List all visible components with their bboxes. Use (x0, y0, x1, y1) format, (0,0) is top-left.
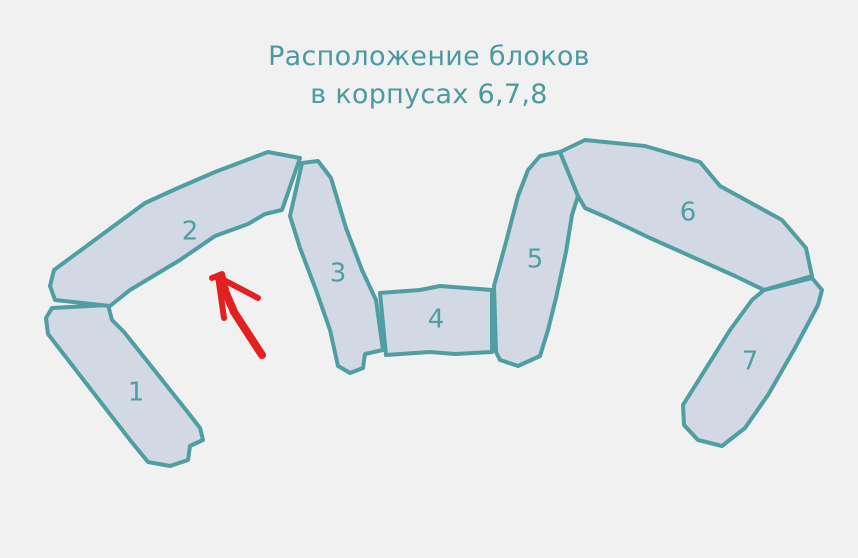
block-label-3: 3 (330, 259, 347, 289)
block-label-6: 6 (680, 198, 697, 228)
title-line-2: в корпусах 6,7,8 (310, 79, 548, 110)
red-arrow-icon (209, 271, 266, 359)
block-label-5: 5 (527, 245, 544, 275)
diagram-title: Расположение блоков в корпусах 6,7,8 (0, 38, 858, 114)
title-line-1: Расположение блоков (268, 41, 590, 72)
block-label-2: 2 (182, 217, 199, 247)
block-label-1: 1 (128, 378, 145, 408)
block-1[interactable]: 1 (44, 303, 205, 468)
block-6[interactable]: 6 (558, 138, 814, 292)
block-3[interactable]: 3 (288, 159, 385, 375)
block-5[interactable]: 5 (492, 150, 580, 368)
block-label-4: 4 (428, 305, 445, 335)
block-label-7: 7 (742, 347, 759, 377)
block-4[interactable]: 4 (378, 284, 494, 357)
block-2[interactable]: 2 (48, 150, 302, 308)
block-7[interactable]: 7 (681, 276, 824, 448)
